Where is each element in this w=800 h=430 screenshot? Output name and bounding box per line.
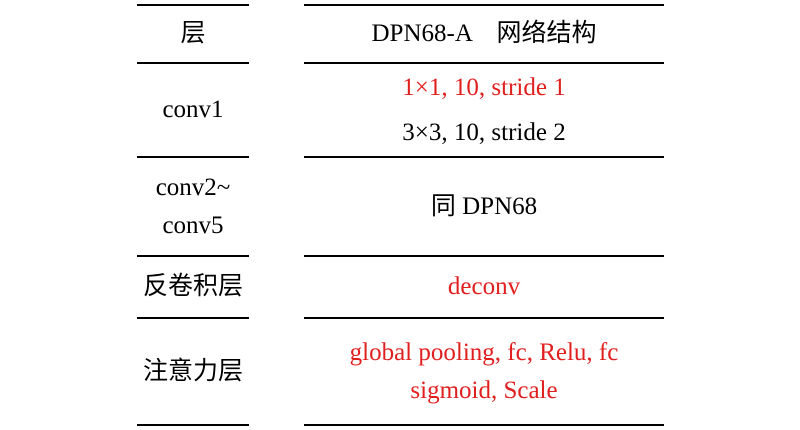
row-conv2-5-layer-line-2: conv5 [162,211,224,239]
row-conv2-5-line-1: 同 DPN68 [430,192,538,220]
header-structure-label: DPN68-A 网络结构 [371,20,597,47]
rule-top-right [304,4,664,6]
row-conv2-5-layer-line-1: conv2~ [155,174,231,201]
rule-bottom-right [304,424,664,426]
row-deconv-layer-label: 反卷积层 [142,273,243,300]
rule-row2-left [137,255,249,257]
row-conv1-line-1: 1×1, 10, stride 1 [402,74,566,101]
rule-row3-left [137,317,249,319]
header-layer-label: 层 [180,20,206,47]
row-attention-layer-label: 注意力层 [142,357,243,385]
row-conv1-line-2: 3×3, 10, stride 2 [402,119,566,146]
row-conv2-5-layer-cell: conv2~ conv5 [120,158,266,255]
rule-header-left [137,62,249,64]
rule-row2-right [304,255,664,257]
row-conv2-5-structure-cell: 同 DPN68 [284,158,684,255]
rule-row1-right [304,156,664,158]
row-attention-line-2: sigmoid, Scale [410,376,558,404]
row-deconv-layer-cell: 反卷积层 [120,257,266,317]
rule-top-left [137,4,249,6]
row-deconv-structure-cell: deconv [284,257,684,317]
header-structure-cell: DPN68-A 网络结构 [284,6,684,62]
rule-bottom-left [137,424,249,426]
rule-header-right [304,62,664,64]
rule-row3-right [304,317,664,319]
row-deconv-line-1: deconv [447,273,521,300]
row-conv1-layer-label: conv1 [162,96,224,123]
row-conv1-layer-cell: conv1 [120,64,266,156]
rule-row1-left [137,156,249,158]
header-layer-cell: 层 [120,6,266,62]
row-attention-line-1: global pooling, fc, Relu, fc [349,339,619,366]
row-attention-structure-cell: global pooling, fc, Relu, fc sigmoid, Sc… [284,319,684,424]
row-conv1-structure-cell: 1×1, 10, stride 1 3×3, 10, stride 2 [284,64,684,156]
row-attention-layer-cell: 注意力层 [120,319,266,424]
